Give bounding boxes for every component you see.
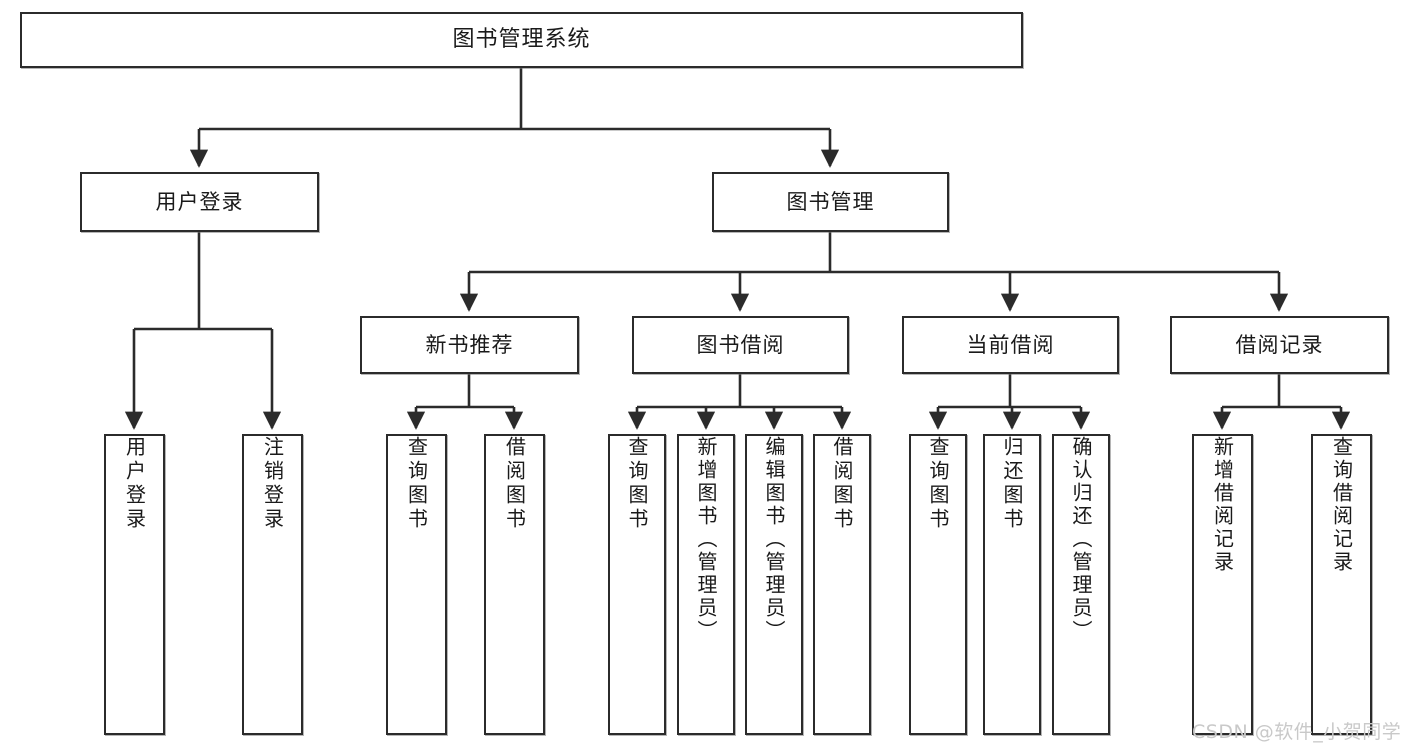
node-root[interactable]: 图书管理系统 [20,12,1023,68]
node-leaf-add-borrow-record-label: 新增借阅记录 [1210,436,1235,574]
node-leaf-add-borrow-record[interactable]: 新增借阅记录 [1192,434,1253,735]
node-leaf-add-book-admin-label: 新增图书（管理员） [694,436,718,643]
node-user-login[interactable]: 用户登录 [80,172,319,232]
node-leaf-edit-book-admin-label: 编辑图书（管理员） [762,436,786,643]
node-leaf-query-book-current-label: 查询图书 [926,436,950,532]
node-leaf-user-login-label: 用户登录 [122,436,147,532]
node-leaf-query-borrow-record-label: 查询借阅记录 [1329,436,1354,574]
node-leaf-query-borrow-record[interactable]: 查询借阅记录 [1311,434,1372,735]
node-leaf-query-book-current[interactable]: 查询图书 [909,434,967,735]
node-leaf-logout-login-label: 注销登录 [260,436,285,532]
node-leaf-borrow-book-recommend[interactable]: 借阅图书 [484,434,545,735]
node-leaf-borrow-book-recommend-label: 借阅图书 [502,436,527,532]
csdn-watermark: CSDN @软件_小贺同学 [1192,721,1402,743]
node-leaf-return-book-label: 归还图书 [1000,436,1024,532]
node-leaf-confirm-return-admin[interactable]: 确认归还（管理员） [1052,434,1110,735]
node-leaf-query-book-recommend[interactable]: 查询图书 [386,434,447,735]
node-root-label: 图书管理系统 [452,27,591,53]
node-book-borrow-label: 图书借阅 [696,332,785,357]
node-user-login-label: 用户登录 [155,189,244,214]
node-leaf-borrow-book[interactable]: 借阅图书 [813,434,871,735]
node-new-book-recommend[interactable]: 新书推荐 [360,316,579,374]
node-borrow-record-label: 借阅记录 [1235,332,1324,357]
node-leaf-return-book[interactable]: 归还图书 [983,434,1041,735]
node-borrow-record[interactable]: 借阅记录 [1170,316,1389,374]
node-leaf-query-book-borrow[interactable]: 查询图书 [608,434,666,735]
node-leaf-query-book-borrow-label: 查询图书 [625,436,649,532]
node-new-book-recommend-label: 新书推荐 [425,332,514,357]
node-book-management-label: 图书管理 [786,189,875,214]
node-leaf-query-book-recommend-label: 查询图书 [404,436,429,532]
node-leaf-logout-login[interactable]: 注销登录 [242,434,303,735]
node-current-borrow-label: 当前借阅 [966,332,1055,357]
node-leaf-edit-book-admin[interactable]: 编辑图书（管理员） [745,434,803,735]
node-current-borrow[interactable]: 当前借阅 [902,316,1119,374]
node-book-borrow[interactable]: 图书借阅 [632,316,849,374]
node-leaf-user-login[interactable]: 用户登录 [104,434,165,735]
node-leaf-confirm-return-admin-label: 确认归还（管理员） [1069,436,1093,643]
node-book-management[interactable]: 图书管理 [712,172,949,232]
node-leaf-add-book-admin[interactable]: 新增图书（管理员） [677,434,735,735]
node-leaf-borrow-book-label: 借阅图书 [830,436,854,532]
